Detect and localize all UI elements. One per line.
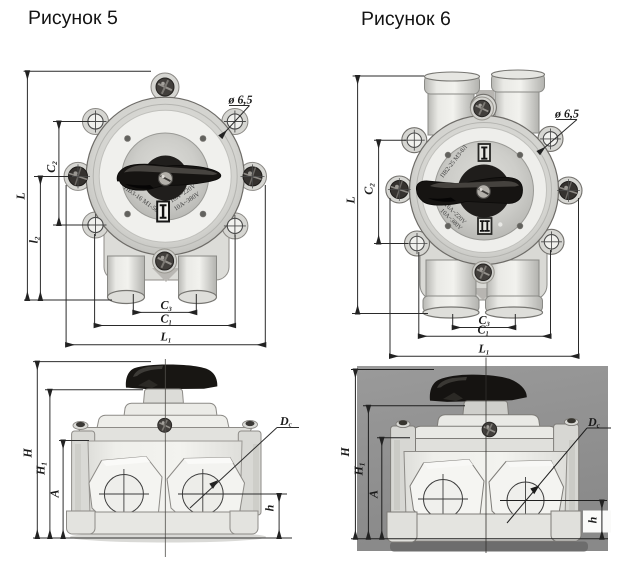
svg-text:L: L (344, 196, 358, 204)
svg-text:ø 6,5: ø 6,5 (554, 107, 579, 121)
svg-text:Рисунок 5: Рисунок 5 (28, 7, 118, 29)
svg-text:Dc: Dc (279, 414, 292, 429)
svg-text:L1: L1 (478, 341, 490, 356)
svg-text:C1: C1 (478, 322, 489, 337)
svg-text:H: H (21, 448, 35, 459)
svg-text:h: h (586, 516, 600, 523)
svg-text:A: A (48, 489, 62, 498)
svg-text:h: h (263, 504, 277, 511)
svg-text:L1: L1 (160, 330, 172, 345)
svg-text:A: A (367, 490, 381, 499)
svg-text:ø 6,5: ø 6,5 (228, 93, 253, 107)
svg-text:Dc: Dc (587, 415, 600, 430)
svg-text:L: L (14, 192, 28, 200)
svg-text:l2: l2 (27, 236, 42, 243)
svg-text:C1: C1 (161, 312, 172, 327)
svg-text:H: H (338, 447, 352, 458)
svg-text:Рисунок 6: Рисунок 6 (361, 8, 451, 30)
